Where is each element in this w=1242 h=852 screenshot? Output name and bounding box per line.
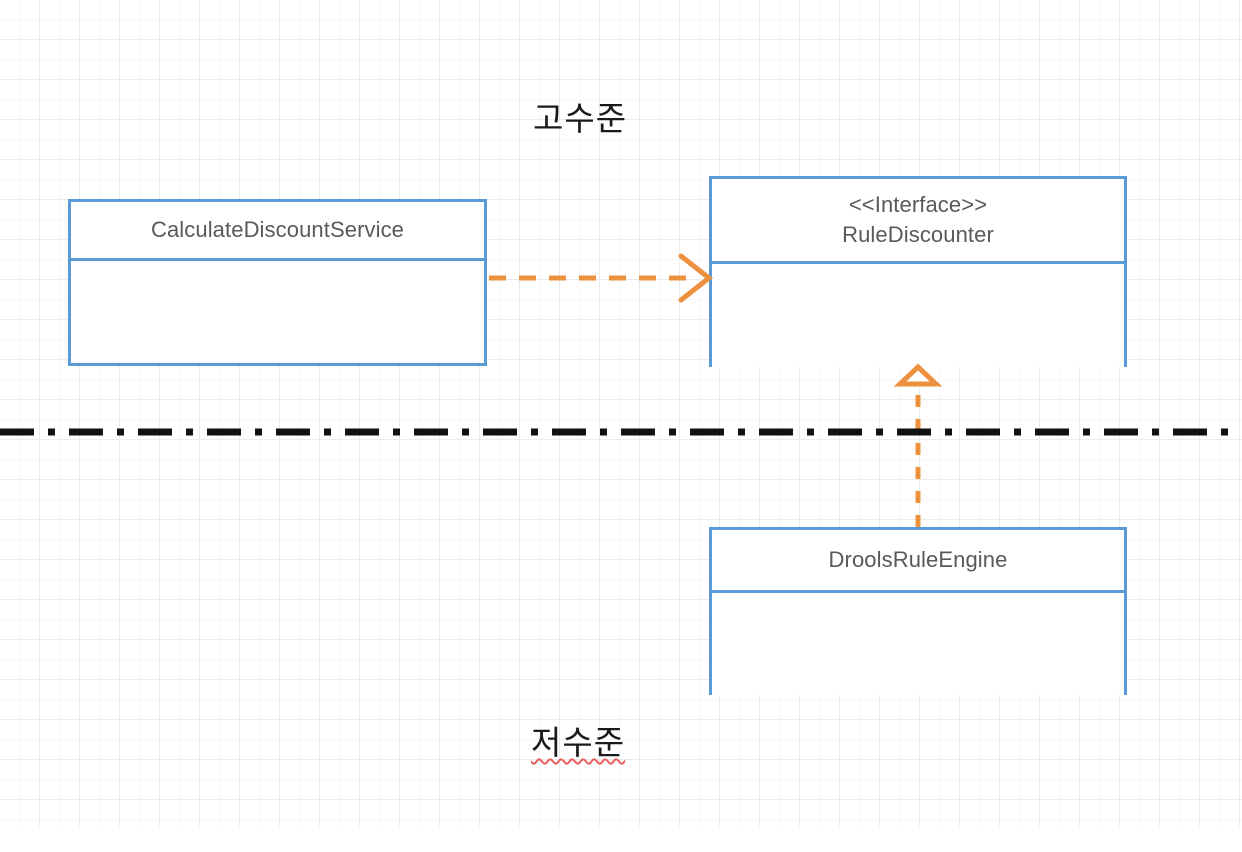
grid-background: [0, 0, 1242, 826]
layer-label-high-level: 고수준: [533, 100, 628, 137]
layer-label-low-level: 저수준: [531, 724, 626, 761]
class-body-rule-discounter: [712, 264, 1124, 367]
class-name-rule-discounter: <<Interface>> RuleDiscounter: [712, 179, 1124, 264]
class-name-drools-rule-engine: DroolsRuleEngine: [712, 530, 1124, 593]
class-box-rule-discounter[interactable]: <<Interface>> RuleDiscounter: [709, 176, 1127, 367]
class-box-calculate-discount-service[interactable]: CalculateDiscountService: [68, 199, 487, 366]
class-body-calculate-discount-service: [71, 261, 484, 363]
class-name-calculate-discount-service: CalculateDiscountService: [71, 202, 484, 261]
class-body-drools-rule-engine: [712, 593, 1124, 695]
class-box-drools-rule-engine[interactable]: DroolsRuleEngine: [709, 527, 1127, 695]
